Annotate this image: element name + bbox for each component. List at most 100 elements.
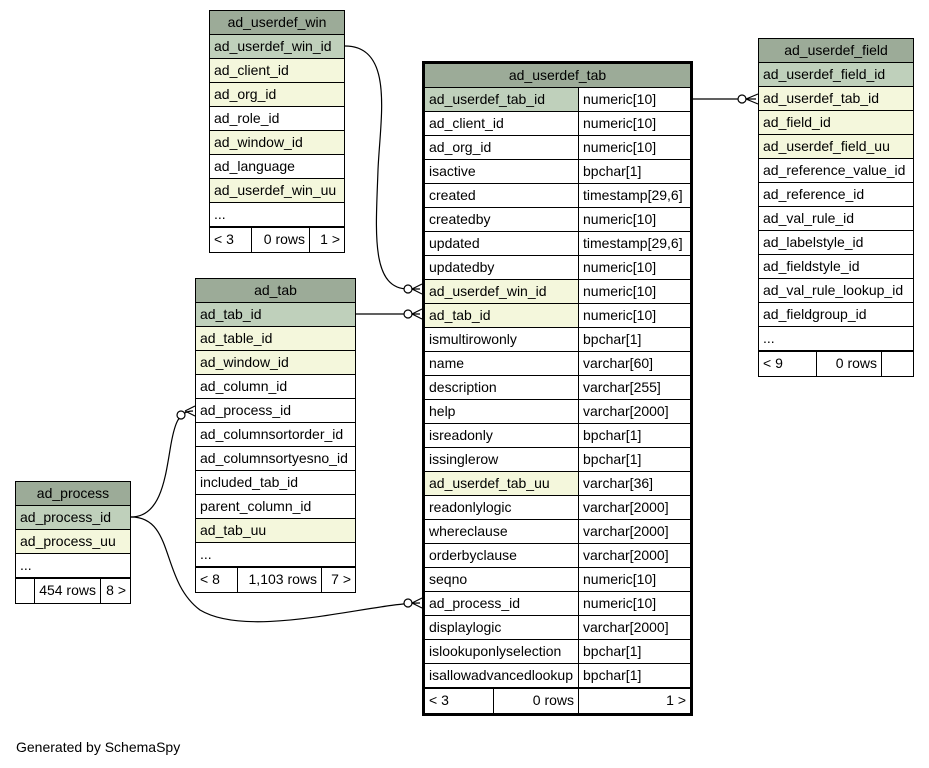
column-name: isallowadvancedlookup <box>429 667 573 683</box>
column-row[interactable]: ... <box>210 203 344 227</box>
column-type: bpchar[1] <box>578 424 690 447</box>
column-name: updatedby <box>429 259 495 275</box>
column-row[interactable]: ad_window_id <box>210 131 344 155</box>
column-row[interactable]: ad_userdef_tab_id <box>759 87 913 111</box>
column-row[interactable]: ad_process_id <box>16 506 130 530</box>
column-row[interactable]: ad_table_id <box>196 327 355 351</box>
column-name: ad_fieldstyle_id <box>763 258 860 274</box>
column-row[interactable]: ad_language <box>210 155 344 179</box>
column-row[interactable]: ad_val_rule_lookup_id <box>759 279 913 303</box>
column-type: bpchar[1] <box>578 448 690 471</box>
column-row[interactable]: isreadonly bpchar[1] <box>425 424 690 448</box>
column-row[interactable]: ad_val_rule_id <box>759 207 913 231</box>
column-type: varchar[2000] <box>578 496 690 519</box>
column-name: ad_userdef_tab_id <box>759 87 913 110</box>
column-row[interactable]: ad_userdef_win_uu <box>210 179 344 203</box>
footer-right: 7 > <box>321 568 355 592</box>
column-row[interactable]: ad_role_id <box>210 107 344 131</box>
column-name: ad_tab_id <box>196 303 355 326</box>
column-row[interactable]: ad_field_id <box>759 111 913 135</box>
column-row[interactable]: ad_window_id <box>196 351 355 375</box>
footer-left: < 9 <box>763 355 783 371</box>
column-row[interactable]: ad_reference_id <box>759 183 913 207</box>
column-row[interactable]: ad_column_id <box>196 375 355 399</box>
generated-by-caption: Generated by SchemaSpy <box>16 739 181 755</box>
column-row[interactable]: ad_tab_uu <box>196 519 355 543</box>
column-row[interactable]: ... <box>196 543 355 567</box>
footer-left: < 3 <box>214 231 234 247</box>
footer-right <box>881 352 913 376</box>
column-row[interactable]: ad_fieldgroup_id <box>759 303 913 327</box>
column-row[interactable]: ad_reference_value_id <box>759 159 913 183</box>
column-row[interactable]: ad_process_id <box>196 399 355 423</box>
column-row[interactable]: ad_userdef_field_id <box>759 63 913 87</box>
footer-right: 1 > <box>309 228 344 252</box>
column-name: ad_tab_id <box>425 304 578 327</box>
column-row[interactable]: updated timestamp[29,6] <box>425 232 690 256</box>
column-name: ad_reference_value_id <box>763 162 906 178</box>
column-type: timestamp[29,6] <box>578 232 690 255</box>
column-name: updated <box>429 235 480 251</box>
column-row[interactable]: ad_tab_id <box>196 303 355 327</box>
column-row[interactable]: ad_columnsortyesno_id <box>196 447 355 471</box>
column-type: timestamp[29,6] <box>578 184 690 207</box>
link-end-circle <box>403 284 413 294</box>
column-row[interactable]: ... <box>759 327 913 351</box>
column-row[interactable]: ad_org_id <box>210 83 344 107</box>
footer-mid: 0 rows <box>251 228 309 252</box>
column-row[interactable]: included_tab_id <box>196 471 355 495</box>
column-row[interactable]: ad_client_id <box>210 59 344 83</box>
column-row[interactable]: ad_userdef_win_id <box>210 35 344 59</box>
column-row[interactable]: ... <box>16 554 130 578</box>
column-name: ad_language <box>214 158 295 174</box>
column-name: ad_process_uu <box>16 530 130 553</box>
crowfoot-icon <box>411 283 423 295</box>
column-name: ad_userdef_tab_id <box>425 88 578 111</box>
column-type: varchar[2000] <box>578 544 690 567</box>
column-name: ad_column_id <box>200 378 288 394</box>
column-row[interactable]: isallowadvancedlookup bpchar[1] <box>425 664 690 688</box>
column-row[interactable]: ad_labelstyle_id <box>759 231 913 255</box>
column-row[interactable]: ad_userdef_field_uu <box>759 135 913 159</box>
column-row[interactable]: ad_columnsortorder_id <box>196 423 355 447</box>
column-type: varchar[2000] <box>578 520 690 543</box>
column-type: bpchar[1] <box>578 664 690 687</box>
column-row[interactable]: ad_fieldstyle_id <box>759 255 913 279</box>
column-row[interactable]: parent_column_id <box>196 495 355 519</box>
link-process-tab <box>130 410 194 518</box>
column-name: ... <box>214 206 226 222</box>
column-name: ad_field_id <box>759 111 913 134</box>
column-type: numeric[10] <box>578 112 690 135</box>
column-row[interactable]: ad_process_uu <box>16 530 130 554</box>
column-name: isreadonly <box>429 427 493 443</box>
